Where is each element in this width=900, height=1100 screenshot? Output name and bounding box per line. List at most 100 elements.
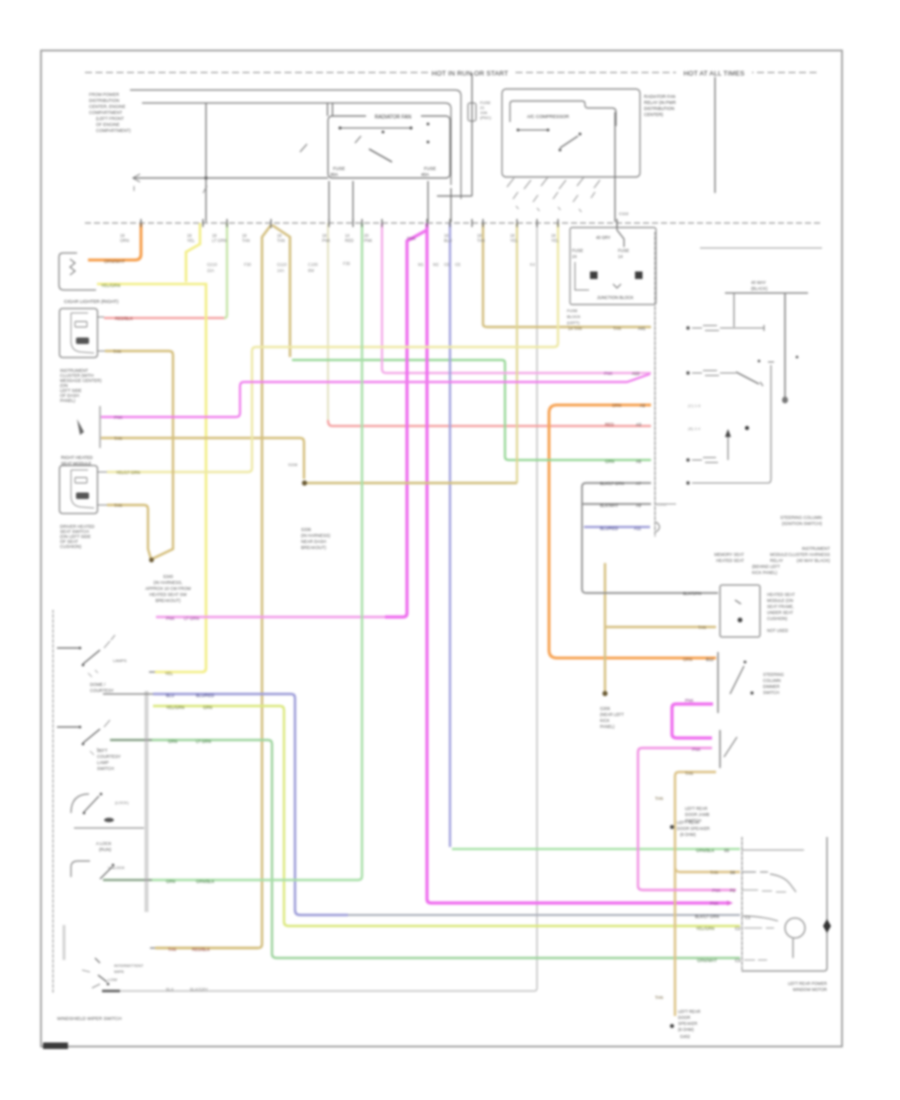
svg-text:KICK: KICK bbox=[600, 718, 610, 723]
svg-text:CLUSTER (WITH: CLUSTER (WITH bbox=[60, 373, 94, 378]
svg-text:RADIATOR FAN: RADIATOR FAN bbox=[375, 115, 412, 121]
svg-text:GRN/BLK: GRN/BLK bbox=[696, 848, 715, 853]
svg-text:14: 14 bbox=[618, 254, 623, 259]
svg-text:HEATED SEAT SW: HEATED SEAT SW bbox=[149, 592, 187, 597]
svg-text:S338: S338 bbox=[288, 462, 298, 467]
svg-text:OF SEAT: OF SEAT bbox=[60, 539, 78, 544]
svg-text:TAN: TAN bbox=[477, 238, 485, 243]
svg-text:CIGAR LIGHTER (RIGHT): CIGAR LIGHTER (RIGHT) bbox=[64, 299, 119, 304]
svg-text:ORN: ORN bbox=[683, 657, 692, 662]
svg-text:MODULE: MODULE bbox=[770, 552, 788, 557]
svg-text:FUSE: FUSE bbox=[424, 166, 436, 171]
svg-text:SWITCH: SWITCH bbox=[685, 818, 701, 823]
svg-text:GRN/WHT: GRN/WHT bbox=[697, 958, 717, 963]
svg-text:LEFT REAR: LEFT REAR bbox=[678, 1009, 700, 1014]
svg-text:COURTESY: COURTESY bbox=[97, 754, 121, 759]
svg-text:A11: A11 bbox=[634, 526, 642, 531]
svg-text:BLK: BLK bbox=[166, 987, 174, 992]
svg-text:TAN: TAN bbox=[685, 771, 693, 776]
svg-text:A5: A5 bbox=[636, 459, 642, 464]
svg-text:PNK: PNK bbox=[114, 415, 123, 420]
svg-text:(LOCK): (LOCK) bbox=[115, 800, 129, 805]
svg-text:FUSE: FUSE bbox=[480, 100, 491, 105]
svg-text:YEL: YEL bbox=[187, 238, 195, 243]
svg-text:OF ENGINE: OF ENGINE bbox=[96, 122, 120, 127]
svg-text:C113: C113 bbox=[619, 211, 629, 216]
svg-text:INSTRUMENT: INSTRUMENT bbox=[802, 546, 831, 551]
svg-text:TAN: TAN bbox=[277, 238, 285, 243]
svg-text:RED: RED bbox=[605, 422, 614, 427]
svg-text:BLK/WHT: BLK/WHT bbox=[600, 503, 619, 508]
svg-text:WIPE: WIPE bbox=[114, 969, 125, 974]
svg-text:FUSE: FUSE bbox=[572, 248, 583, 253]
svg-text:G402: G402 bbox=[680, 1034, 691, 1039]
svg-text:40A: 40A bbox=[421, 172, 429, 177]
svg-text:G110: G110 bbox=[277, 262, 287, 267]
svg-text:RED/BLK: RED/BLK bbox=[115, 316, 133, 321]
svg-text:LAMPS: LAMPS bbox=[113, 658, 127, 663]
svg-text:BLOCK: BLOCK bbox=[567, 314, 581, 319]
svg-text:F30: F30 bbox=[244, 262, 252, 267]
svg-text:CUSHION): CUSHION) bbox=[60, 544, 82, 549]
svg-text:LT GRN: LT GRN bbox=[212, 238, 227, 243]
svg-text:A/C COMPRESSOR: A/C COMPRESSOR bbox=[527, 114, 570, 119]
svg-text:OF DASH: OF DASH bbox=[60, 393, 79, 398]
svg-text:FROM POWER: FROM POWER bbox=[89, 92, 119, 97]
svg-text:BLU: BLU bbox=[166, 693, 174, 698]
svg-text:INTERMITTENT: INTERMITTENT bbox=[114, 963, 144, 968]
svg-text:18: 18 bbox=[242, 233, 247, 238]
svg-text:A22: A22 bbox=[632, 371, 640, 376]
svg-text:YEL/GRN: YEL/GRN bbox=[696, 926, 714, 931]
svg-text:(40 WAY BLACK): (40 WAY BLACK) bbox=[797, 558, 831, 563]
svg-text:A2: A2 bbox=[640, 403, 646, 408]
svg-text:RED: RED bbox=[345, 238, 354, 243]
svg-text:22A: 22A bbox=[207, 268, 215, 273]
svg-text:(IGNITION SWITCH): (IGNITION SWITCH) bbox=[782, 521, 823, 526]
svg-text:14: 14 bbox=[345, 233, 350, 238]
svg-text:S336: S336 bbox=[301, 527, 312, 532]
svg-text:LEFT SIDE: LEFT SIDE bbox=[60, 388, 82, 393]
svg-text:FUSE: FUSE bbox=[567, 308, 578, 313]
svg-text:YEL/LT GRN: YEL/LT GRN bbox=[116, 470, 140, 475]
svg-text:(8 OHM): (8 OHM) bbox=[678, 1027, 694, 1032]
svg-text:GRN: GRN bbox=[605, 459, 614, 464]
svg-text:RELAY (IN PWR: RELAY (IN PWR bbox=[644, 100, 676, 105]
svg-text:8W: 8W bbox=[308, 268, 314, 273]
svg-text:KICK PANEL): KICK PANEL) bbox=[752, 570, 778, 575]
svg-text:CENTER): CENTER) bbox=[644, 112, 664, 117]
svg-text:(LEFT): (LEFT) bbox=[567, 320, 580, 325]
svg-text:MODULE (ON: MODULE (ON bbox=[767, 598, 793, 603]
svg-text:COMPARTMENT: COMPARTMENT bbox=[89, 110, 123, 115]
svg-text:18: 18 bbox=[187, 233, 192, 238]
svg-text:TAN: TAN bbox=[168, 947, 176, 952]
svg-text:18: 18 bbox=[551, 233, 556, 238]
svg-text:BLU/RED: BLU/RED bbox=[196, 693, 214, 698]
svg-text:PANEL): PANEL) bbox=[60, 398, 76, 403]
svg-text:LEFT: LEFT bbox=[97, 748, 108, 753]
svg-text:STEERING COLUMN: STEERING COLUMN bbox=[780, 515, 822, 520]
svg-text:LOW: LOW bbox=[108, 977, 117, 982]
svg-text:(C) 1-6: (C) 1-6 bbox=[688, 403, 701, 408]
svg-text:(IN HARNESS,: (IN HARNESS, bbox=[154, 580, 183, 585]
svg-text:S6: S6 bbox=[730, 870, 736, 875]
svg-text:DOOR SPEAKER: DOOR SPEAKER bbox=[677, 826, 710, 831]
svg-text:RED/BLK: RED/BLK bbox=[192, 947, 210, 952]
svg-text:(NEAR LEFT: (NEAR LEFT bbox=[600, 712, 624, 717]
svg-text:BLK/GRN: BLK/GRN bbox=[683, 591, 701, 596]
svg-text:ORN: ORN bbox=[612, 403, 621, 408]
svg-text:YEL: YEL bbox=[510, 238, 518, 243]
svg-text:M2: M2 bbox=[433, 262, 439, 267]
svg-text:RADIATOR FAN: RADIATOR FAN bbox=[644, 94, 675, 99]
svg-text:PNK: PNK bbox=[604, 371, 613, 376]
svg-text:B12: B12 bbox=[706, 657, 714, 662]
svg-text:LT GRN: LT GRN bbox=[184, 616, 199, 621]
svg-text:C100: C100 bbox=[308, 262, 319, 267]
svg-text:NEAR DASH: NEAR DASH bbox=[301, 539, 326, 544]
svg-text:14A: 14A bbox=[277, 268, 285, 273]
svg-text:SWITCH: SWITCH bbox=[97, 766, 114, 771]
svg-text:BLU: BLU bbox=[444, 238, 452, 243]
svg-text:LEFT REAR: LEFT REAR bbox=[685, 806, 707, 811]
svg-text:SEAT FRAME,: SEAT FRAME, bbox=[767, 604, 794, 609]
svg-text:STEERING: STEERING bbox=[763, 672, 784, 677]
svg-text:SEAT MODULE: SEAT MODULE bbox=[61, 461, 92, 466]
